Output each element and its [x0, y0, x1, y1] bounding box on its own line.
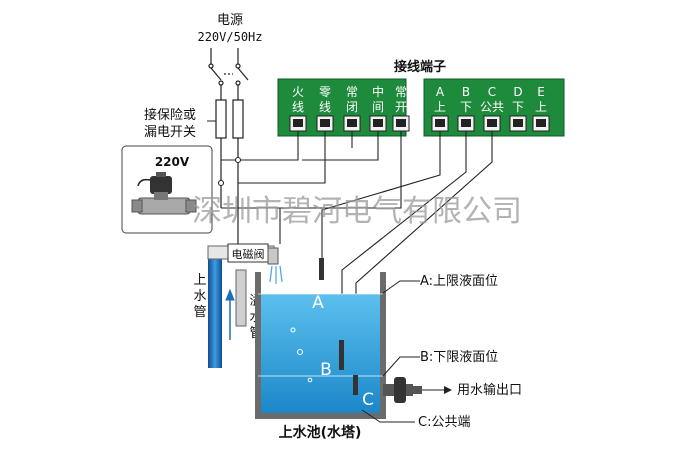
inlet-pipe-label: 上水管	[193, 273, 206, 320]
terminal-label-bottom: 公共	[480, 100, 504, 114]
terminal-label-bottom: 线	[292, 100, 304, 114]
inlet-label-char: 上	[193, 273, 206, 288]
terminal-0: 火线	[289, 85, 307, 132]
overflow-pipe	[235, 269, 247, 327]
terminal-label-bottom: 下	[512, 100, 524, 114]
terminal-label-top: 火	[292, 85, 304, 99]
valve-voltage: 220V	[155, 155, 190, 169]
outlet-pipe	[383, 377, 452, 403]
solenoid-valve-icon	[131, 172, 197, 215]
inlet-label-char: 水	[193, 289, 206, 304]
probes	[319, 258, 358, 395]
terminal-2: 常闭	[343, 85, 361, 132]
terminal-label-top: 中	[372, 84, 384, 99]
fuse-label-line1: 接保险或	[144, 107, 196, 123]
power-spec: 220V/50Hz	[197, 30, 262, 44]
inlet-label-char: 管	[193, 305, 206, 320]
terminal-1: 零线	[316, 85, 334, 132]
terminal-label-bottom: 线	[319, 100, 331, 114]
tank-title: 上水池(水塔)	[279, 424, 362, 441]
terminal-label-top: C	[488, 85, 496, 99]
terminal-label-bottom: 开	[395, 100, 407, 114]
annotation-a: A:上限液面位	[420, 274, 498, 289]
terminal-label-top: 常	[395, 85, 407, 99]
terminal-8: D下	[509, 85, 527, 132]
terminal-label-top: E	[537, 85, 545, 99]
probe-b-label: B	[320, 360, 332, 380]
terminal-label-bottom: 下	[460, 100, 472, 114]
power-title: 电源	[217, 13, 243, 28]
fuse-label-line2: 漏电开关	[144, 124, 196, 140]
power-wires	[208, 48, 249, 247]
terminal-7: C公共	[480, 85, 504, 132]
terminal-label-bottom: 闭	[346, 100, 358, 114]
probe-c-label: C	[362, 390, 374, 410]
terminal-block-title: 接线端子	[394, 59, 446, 75]
annotation-outlet: 用水输出口	[457, 382, 522, 398]
terminal-label-top: B	[462, 85, 470, 99]
terminal-5: A上	[431, 85, 449, 132]
watermark: 深圳市碧河电气有限公司	[192, 194, 522, 229]
water-spray	[269, 265, 283, 284]
annotation-leaders	[361, 280, 420, 423]
probe-a-label: A	[312, 293, 324, 313]
terminal-label-bottom: 间	[372, 100, 384, 114]
inlet-arrow	[225, 288, 235, 340]
terminal-4: 常开	[392, 85, 410, 132]
terminal-label-bottom: 上	[434, 100, 446, 114]
terminal-label-top: 零	[319, 85, 331, 99]
terminal-label-top: D	[513, 85, 522, 99]
terminal-label-top: A	[436, 85, 445, 99]
terminal-label-top: 常	[346, 85, 358, 99]
wire-crossings	[217, 156, 242, 187]
terminal-3: 中间	[369, 84, 387, 132]
water-tank	[255, 272, 386, 419]
annotation-b: B:下限液面位	[420, 350, 498, 365]
terminal-label-bottom: 上	[535, 100, 547, 114]
terminal-6: B下	[457, 85, 475, 132]
terminal-9: E上	[532, 85, 550, 132]
valve-label: 电磁阀	[232, 247, 265, 261]
annotation-c: C:公共端	[418, 415, 470, 430]
